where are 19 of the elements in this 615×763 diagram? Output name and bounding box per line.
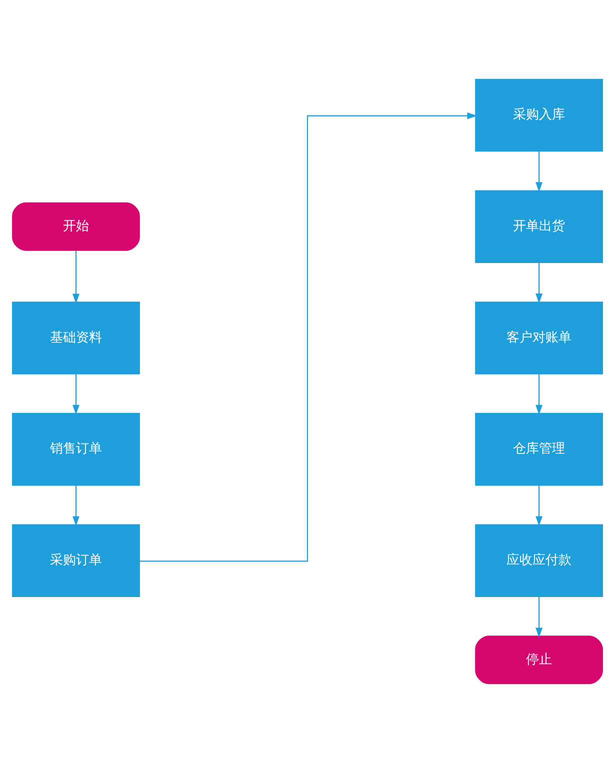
node-box: 开单出货 [475,190,603,263]
arrow [536,596,542,638]
node-box: 停止 [475,636,603,684]
node-box: 应收应付款 [475,524,603,598]
arrow [72,485,80,526]
node-box: 采购入库 [475,78,603,152]
node-box: 仓库管理 [475,412,603,486]
node-box: 基础资料 [12,302,140,374]
node-box: 采购订单 [12,524,140,598]
arrow [536,374,542,415]
arrow [72,250,80,304]
arrow [536,262,542,304]
node-box: 客户对账单 [475,302,603,374]
arrow [140,112,478,562]
arrow [536,151,542,192]
arrow [72,374,80,415]
node-box: 开始 [12,202,140,251]
node-box: 销售订单 [12,412,140,486]
arrow [536,485,542,526]
